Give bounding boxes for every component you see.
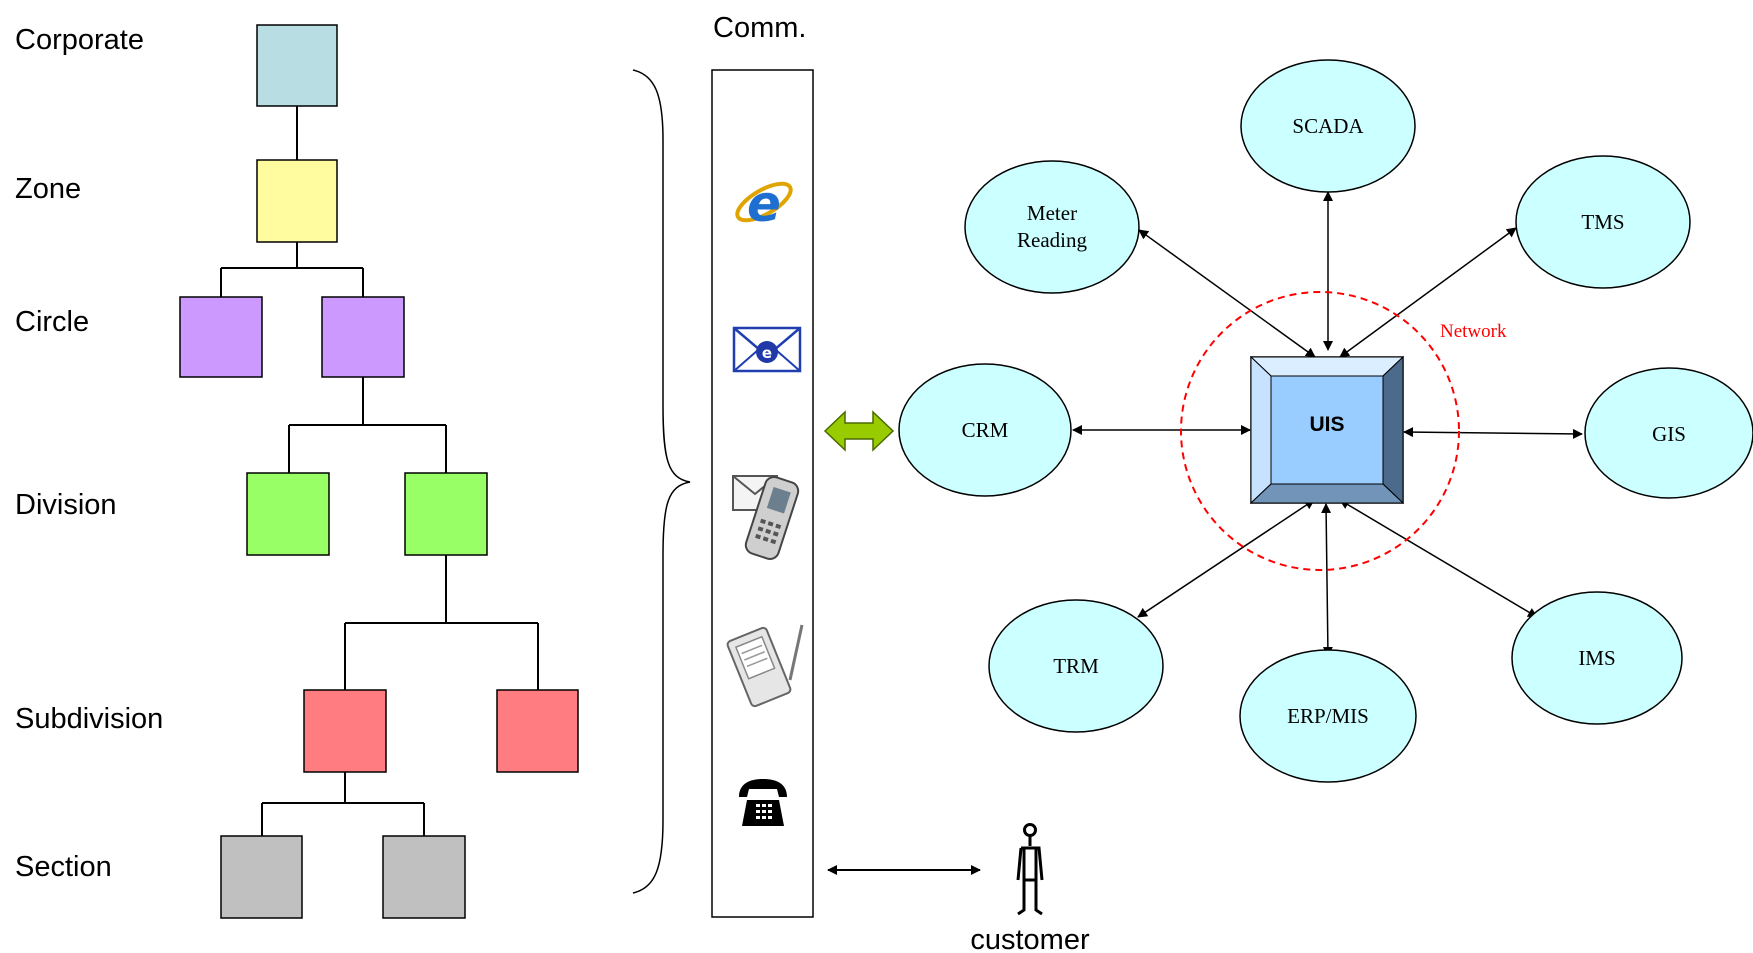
node-scada: [1240, 59, 1416, 193]
uis-label: UIS: [1309, 413, 1344, 436]
level-label-subdivision: Subdivision: [15, 703, 163, 735]
customer-label: customer: [970, 924, 1090, 953]
box-division-1: [246, 472, 330, 556]
level-label-section: Section: [15, 851, 112, 883]
box-section-1: [220, 835, 303, 919]
network-connectors: [1072, 191, 1583, 657]
box-corporate: [256, 24, 338, 107]
node-label-meter-1: Meter: [1027, 201, 1077, 225]
node-label-erp-mis: ERP/MIS: [1287, 704, 1369, 728]
box-zone: [256, 159, 338, 243]
email-icon: e: [732, 326, 802, 373]
svg-text:e: e: [762, 344, 772, 362]
tree-connectors: [220, 106, 539, 836]
svg-text:e: e: [747, 175, 781, 233]
node-meter-reading: [964, 160, 1140, 294]
pda-icon: [726, 624, 804, 708]
green-double-arrow: [823, 410, 895, 452]
mobile-message-icon: [732, 475, 800, 560]
node-label-tms: TMS: [1581, 210, 1624, 234]
level-label-corporate: Corporate: [15, 24, 144, 56]
node-ims: [1511, 591, 1683, 725]
level-label-circle: Circle: [15, 306, 89, 338]
internet-explorer-icon: e: [735, 175, 793, 233]
node-crm: [898, 363, 1072, 497]
telephone-icon: [739, 779, 787, 826]
node-label-meter-2: Reading: [1017, 228, 1087, 252]
node-label-crm: CRM: [962, 418, 1009, 442]
box-section-2: [382, 835, 466, 919]
node-label-gis: GIS: [1652, 422, 1686, 446]
curly-brace: [632, 69, 691, 894]
node-erp-mis: [1239, 649, 1417, 783]
uis-server-box: [1249, 355, 1405, 505]
box-division-2: [404, 472, 488, 556]
customer-figure-icon: [1016, 823, 1044, 916]
node-trm: [988, 599, 1164, 733]
node-label-scada: SCADA: [1292, 114, 1364, 138]
box-subdivision-2: [496, 689, 579, 773]
node-label-trm: TRM: [1053, 654, 1099, 678]
network-ring: [1180, 291, 1460, 571]
box-circle-2: [321, 296, 405, 378]
level-label-division: Division: [15, 489, 117, 521]
comm-title: Comm.: [713, 12, 806, 44]
node-label-ims: IMS: [1578, 646, 1615, 670]
box-circle-1: [179, 296, 263, 378]
network-label: Network: [1440, 321, 1507, 342]
node-gis: [1584, 367, 1753, 499]
box-subdivision-1: [303, 689, 387, 773]
level-label-zone: Zone: [15, 173, 81, 205]
node-tms: [1515, 155, 1691, 289]
